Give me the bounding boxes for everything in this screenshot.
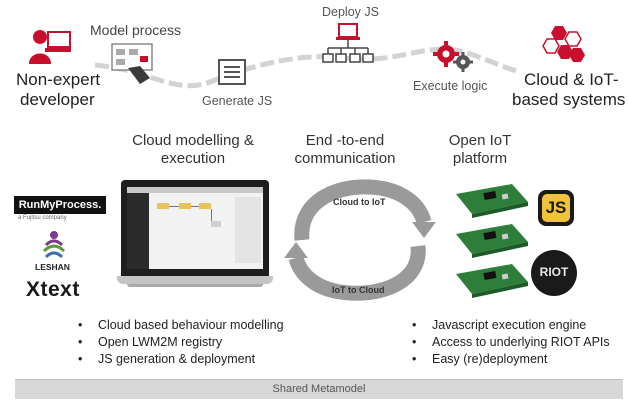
js-logo: JS (538, 190, 574, 226)
cloud-modelling-heading-1: Cloud modelling & (132, 132, 254, 149)
leshan-logo-text: LESHAN (35, 262, 70, 272)
list-item: Access to underlying RIOT APIs (412, 334, 610, 351)
document-icon (218, 59, 246, 85)
arrow-head-left-icon (284, 242, 308, 258)
developer-label-2: developer (20, 90, 95, 109)
shared-metamodel-bar: Shared Metamodel (15, 379, 623, 399)
gears-icon (433, 41, 473, 72)
cloud-modelling-heading-2: execution (160, 150, 226, 167)
iot-platform-heading-2: platform (452, 150, 508, 167)
iot-boards-image (456, 184, 528, 298)
execute-logic-label: Execute logic (413, 79, 488, 93)
list-item: Easy (re)deployment (412, 351, 610, 368)
leshan-icon (42, 231, 66, 259)
laptop-screen (127, 187, 263, 269)
cloud-to-iot-label: Cloud to IoT (333, 197, 386, 207)
developer-icon (29, 30, 71, 64)
network-icon (322, 23, 374, 63)
cloud-modelling-heading: Cloud modelling & execution (118, 132, 268, 168)
iot-features-list: Javascript execution engine Access to un… (412, 317, 610, 368)
list-item: Javascript execution engine (412, 317, 610, 334)
iot-platform-heading-1: Open IoT (448, 132, 512, 149)
model-process-label: Model process (90, 22, 182, 38)
cloud-systems-label-2: based systems (512, 90, 626, 109)
list-item: Open LWM2M registry (78, 334, 284, 351)
deploy-js-label: Deploy JS (322, 5, 379, 19)
list-item: JS generation & deployment (78, 351, 284, 368)
workflow-path (94, 46, 521, 89)
xtext-logo: Xtext (26, 278, 80, 301)
communication-heading-1: End -to-end (305, 132, 385, 149)
communication-heading-2: communication (294, 150, 396, 167)
laptop-image (117, 180, 273, 288)
generate-js-label: Generate JS (202, 94, 273, 108)
list-item: Cloud based behaviour modelling (78, 317, 284, 334)
cloud-systems-label-1: Cloud & IoT- (524, 70, 619, 89)
iot-platform-heading: Open IoT platform (435, 132, 525, 168)
developer-label-1: Non-expert (16, 70, 101, 89)
sync-arrows (284, 179, 436, 301)
model-process-icon (111, 43, 153, 84)
riot-logo: RIOT (531, 250, 577, 296)
cloud-features-list: Cloud based behaviour modelling Open LWM… (78, 317, 284, 368)
iot-to-cloud-label: IoT to Cloud (332, 285, 385, 295)
riot-logo-text: RIOT (539, 265, 569, 279)
runmyprocess-logo: RunMyProcess. (14, 196, 106, 214)
js-logo-text: JS (542, 194, 570, 222)
hexagon-cluster-icon (542, 26, 585, 62)
communication-heading: End -to-end communication (290, 132, 400, 168)
arrow-head-right-icon (412, 222, 436, 238)
runmyprocess-tagline: a Fujitsu company (18, 215, 67, 221)
